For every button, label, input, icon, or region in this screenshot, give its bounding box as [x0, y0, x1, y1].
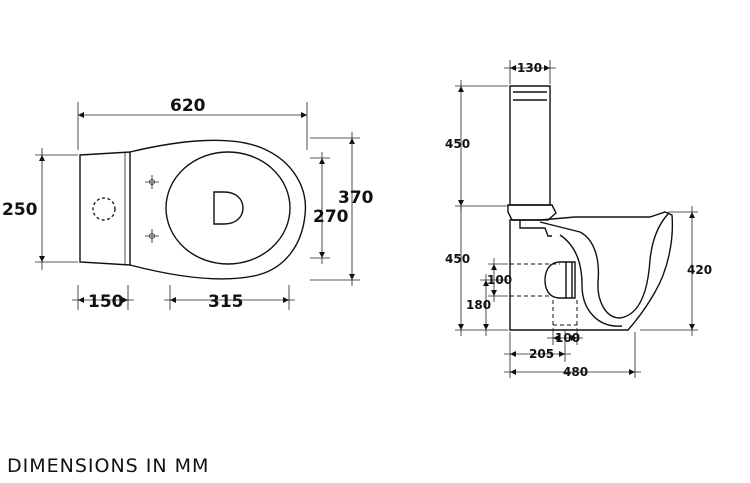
pan-outline-top: [129, 139, 307, 280]
dimension-100-horizontal-line: [547, 328, 583, 345]
trap-inner: [559, 234, 623, 327]
dimension-315-line: [164, 285, 295, 310]
inlet-dashed-circle: [92, 197, 116, 221]
outlet-hidden-lines: [510, 263, 578, 326]
dimension-270-line: [310, 152, 330, 264]
caption: DIMENSIONS IN MM: [7, 455, 210, 477]
dimension-205-line: [504, 330, 571, 362]
dimension-450-lower-label: 450: [445, 252, 470, 266]
outlet-pipe-flange: [565, 262, 573, 298]
tank-outline-top: [79, 151, 131, 266]
bowl-opening: [165, 151, 291, 265]
dimension-315-label: 315: [208, 292, 244, 312]
outlet-pipe: [544, 261, 576, 299]
dimension-370-label: 370: [338, 188, 374, 208]
dimension-250-label: 250: [2, 200, 38, 220]
dimension-620-label: 620: [170, 96, 206, 116]
dimension-130-label: 130: [517, 61, 542, 75]
dimension-250-line: [35, 148, 78, 270]
dimension-205-label: 205: [529, 347, 554, 361]
side-view: 130 450 450 420 100 180: [445, 60, 712, 379]
trap-path: [539, 213, 669, 319]
top-view: 620 250 370 270 150 315: [2, 96, 374, 312]
cistern-outline: [509, 85, 551, 206]
pan-outline-side: [509, 211, 674, 331]
dimension-450-lower-line: [455, 206, 508, 336]
dimension-370-line: [310, 132, 360, 286]
dimension-420-line: [640, 206, 698, 336]
dimension-480-line: [504, 332, 641, 378]
fixing-hole-lower: [145, 229, 159, 243]
dimension-450-upper-label: 450: [445, 137, 470, 151]
dimension-480-label: 480: [563, 365, 588, 379]
dimension-180-label: 180: [466, 298, 491, 312]
dimension-100-horizontal-label: 100: [555, 331, 580, 345]
fixing-hole-upper: [145, 175, 159, 189]
cistern-lid: [513, 91, 547, 101]
dimension-420-label: 420: [687, 263, 712, 277]
flush-duct: [519, 220, 552, 237]
dimension-620-line: [77, 102, 308, 150]
waste-outlet-shape: [213, 191, 244, 225]
cistern-base: [507, 204, 557, 221]
dimension-450-upper-line: [455, 80, 508, 212]
dimension-150-label: 150: [88, 292, 124, 312]
dimension-270-label: 270: [313, 207, 349, 227]
dimension-180-line: [480, 274, 508, 336]
dimension-150-line: [72, 285, 134, 310]
dimension-130-line: [504, 60, 556, 84]
